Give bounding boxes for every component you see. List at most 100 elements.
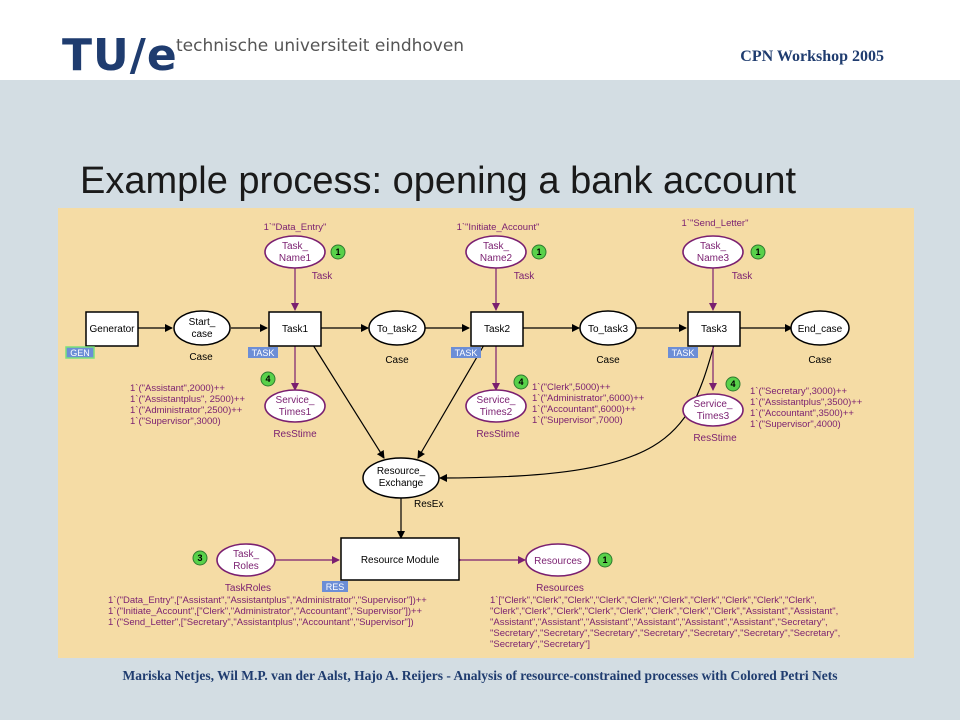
tag-task-3: TASK xyxy=(668,347,698,358)
place-end-case[interactable]: End_case xyxy=(790,310,850,346)
svg-text:Name1: Name1 xyxy=(279,253,312,264)
marking-service-times3: 1`("Secretary",3000)++ 1`("Assistantplus… xyxy=(750,386,863,430)
case-type-label: Case xyxy=(385,355,409,366)
workshop-label: CPN Workshop 2005 xyxy=(740,48,884,65)
resource-module-label: Resource Module xyxy=(361,555,440,566)
svg-text:RES: RES xyxy=(326,582,345,592)
svg-text:TASK: TASK xyxy=(455,348,478,358)
svg-text:Resource_: Resource_ xyxy=(377,466,426,477)
transition-task2[interactable]: Task2 xyxy=(470,311,524,347)
place-start-case[interactable]: Start_ case xyxy=(173,310,231,346)
svg-text:Start_: Start_ xyxy=(189,317,216,328)
svg-text:Times2: Times2 xyxy=(480,407,513,418)
case-type-label: Case xyxy=(596,355,620,366)
svg-text:Times1: Times1 xyxy=(279,407,312,418)
svg-text:End_case: End_case xyxy=(798,324,843,335)
svg-text:Exchange: Exchange xyxy=(379,478,424,489)
transition-task3[interactable]: Task3 xyxy=(687,311,741,347)
svg-text:1`("Administrator",6000)++: 1`("Administrator",6000)++ xyxy=(532,393,645,404)
marking-service-times2: 1`("Clerk",5000)++ 1`("Administrator",60… xyxy=(532,382,645,426)
svg-text:"Secretary","Secretary","Secre: "Secretary","Secretary","Secretary","Sec… xyxy=(490,628,840,639)
svg-text:1: 1 xyxy=(602,555,607,565)
token-count-badge: 4 xyxy=(725,376,741,392)
token-count-badge: 4 xyxy=(260,371,276,387)
place-task-roles[interactable]: Task_ Roles xyxy=(216,543,276,577)
token-count-badge: 1 xyxy=(597,552,613,568)
place-service-times2[interactable]: Service_ Times2 xyxy=(465,389,527,423)
tag-task-1: TASK xyxy=(248,347,278,358)
svg-text:1`("Supervisor",3000): 1`("Supervisor",3000) xyxy=(130,416,221,427)
svg-text:1`("Accountant",6000)++: 1`("Accountant",6000)++ xyxy=(532,404,636,415)
svg-text:1`("Assistantplus", 2500)++: 1`("Assistantplus", 2500)++ xyxy=(130,394,245,405)
task1-label: Task1 xyxy=(282,324,309,335)
task2-label: Task2 xyxy=(484,324,511,335)
svg-text:1: 1 xyxy=(755,247,760,257)
restime-type-label: ResStime xyxy=(693,433,737,444)
svg-text:TASK: TASK xyxy=(252,348,275,358)
case-type-label: Case xyxy=(189,352,213,363)
svg-text:3: 3 xyxy=(197,553,202,563)
resource-arcs xyxy=(269,259,717,564)
svg-text:1`("Initiate_Account",["Clerk": 1`("Initiate_Account",["Clerk","Administ… xyxy=(108,606,423,617)
svg-text:4: 4 xyxy=(730,379,735,389)
resex-type-label: ResEx xyxy=(414,499,443,510)
token-count-badge: 1 xyxy=(750,244,766,260)
restime-type-label: ResStime xyxy=(273,429,317,440)
transition-task1[interactable]: Task1 xyxy=(268,311,322,347)
header-bar: TU/e technische universiteit eindhoven C… xyxy=(0,0,960,80)
svg-text:Task_: Task_ xyxy=(233,549,260,560)
svg-text:1`("Send_Letter",["Secretary",: 1`("Send_Letter",["Secretary","Assistant… xyxy=(108,617,414,628)
svg-text:"Clerk","Clerk","Clerk","Clerk: "Clerk","Clerk","Clerk","Clerk","Clerk",… xyxy=(490,606,838,617)
svg-text:1`("Supervisor",4000): 1`("Supervisor",4000) xyxy=(750,419,841,430)
svg-text:Service_: Service_ xyxy=(477,395,516,406)
petri-net-diagram: Generator GEN Task1 TASK Task2 TASK Task… xyxy=(58,208,914,658)
svg-text:1`("Accountant",3500)++: 1`("Accountant",3500)++ xyxy=(750,408,854,419)
marking-task-roles: 1`("Data_Entry",["Assistant","Assistantp… xyxy=(108,595,427,628)
task-type-label: Task xyxy=(732,271,754,282)
svg-text:Roles: Roles xyxy=(233,561,259,572)
slide-title: Example process: opening a bank account xyxy=(80,160,797,202)
place-task-name2[interactable]: Task_ Name2 xyxy=(465,235,527,269)
tue-logo: TU/e xyxy=(62,30,178,81)
restime-type-label: ResStime xyxy=(476,429,520,440)
place-task-name1[interactable]: Task_ Name1 xyxy=(264,235,326,269)
token-count-badge: 1 xyxy=(330,244,346,260)
university-name: technische universiteit eindhoven xyxy=(176,36,465,56)
tag-task-2: TASK xyxy=(451,347,481,358)
transition-generator[interactable]: Generator xyxy=(85,311,139,347)
marking-task-name3: 1`"Send_Letter" xyxy=(682,218,749,229)
svg-text:Name3: Name3 xyxy=(697,253,730,264)
svg-text:1`("Assistantplus",3500)++: 1`("Assistantplus",3500)++ xyxy=(750,397,863,408)
svg-text:4: 4 xyxy=(265,374,270,384)
place-to-task3[interactable]: To_task3 xyxy=(579,310,637,346)
marking-resources: 1`["Clerk","Clerk","Clerk","Clerk","Cler… xyxy=(490,595,840,650)
place-service-times3[interactable]: Service_ Times3 xyxy=(682,393,744,427)
token-count-badge: 1 xyxy=(531,244,547,260)
resources-type-label: Resources xyxy=(536,583,584,594)
tag-gen: GEN xyxy=(65,346,95,359)
task3-label: Task3 xyxy=(701,324,728,335)
svg-text:Name2: Name2 xyxy=(480,253,513,264)
svg-text:TASK: TASK xyxy=(672,348,695,358)
svg-text:Task_: Task_ xyxy=(483,241,510,252)
taskroles-type-label: TaskRoles xyxy=(225,583,271,594)
marking-task-name1: 1`"Data_Entry" xyxy=(264,222,327,233)
marking-task-name2: 1`"Initiate_Account" xyxy=(457,222,540,233)
token-count-badge: 4 xyxy=(513,374,529,390)
place-resources[interactable]: Resources xyxy=(525,543,591,577)
marking-service-times1: 1`("Assistant",2000)++ 1`("Assistantplus… xyxy=(130,383,245,427)
svg-text:1`["Clerk","Clerk","Clerk","Cl: 1`["Clerk","Clerk","Clerk","Clerk","Cler… xyxy=(490,595,817,606)
svg-text:4: 4 xyxy=(518,377,523,387)
place-task-name3[interactable]: Task_ Name3 xyxy=(682,235,744,269)
tag-res: RES xyxy=(322,581,348,592)
svg-text:"Secretary","Secretary"]: "Secretary","Secretary"] xyxy=(490,639,590,650)
place-service-times1[interactable]: Service_ Times1 xyxy=(264,389,326,423)
svg-text:To_task2: To_task2 xyxy=(377,324,417,335)
transition-resource-module[interactable]: Resource Module xyxy=(340,537,460,581)
case-type-label: Case xyxy=(808,355,832,366)
place-resource-exchange[interactable]: Resource_ Exchange xyxy=(362,457,440,499)
place-to-task2[interactable]: To_task2 xyxy=(368,310,426,346)
svg-text:1`("Data_Entry",["Assistant",": 1`("Data_Entry",["Assistant","Assistantp… xyxy=(108,595,427,606)
svg-text:Resources: Resources xyxy=(534,556,582,567)
generator-label: Generator xyxy=(89,324,135,335)
